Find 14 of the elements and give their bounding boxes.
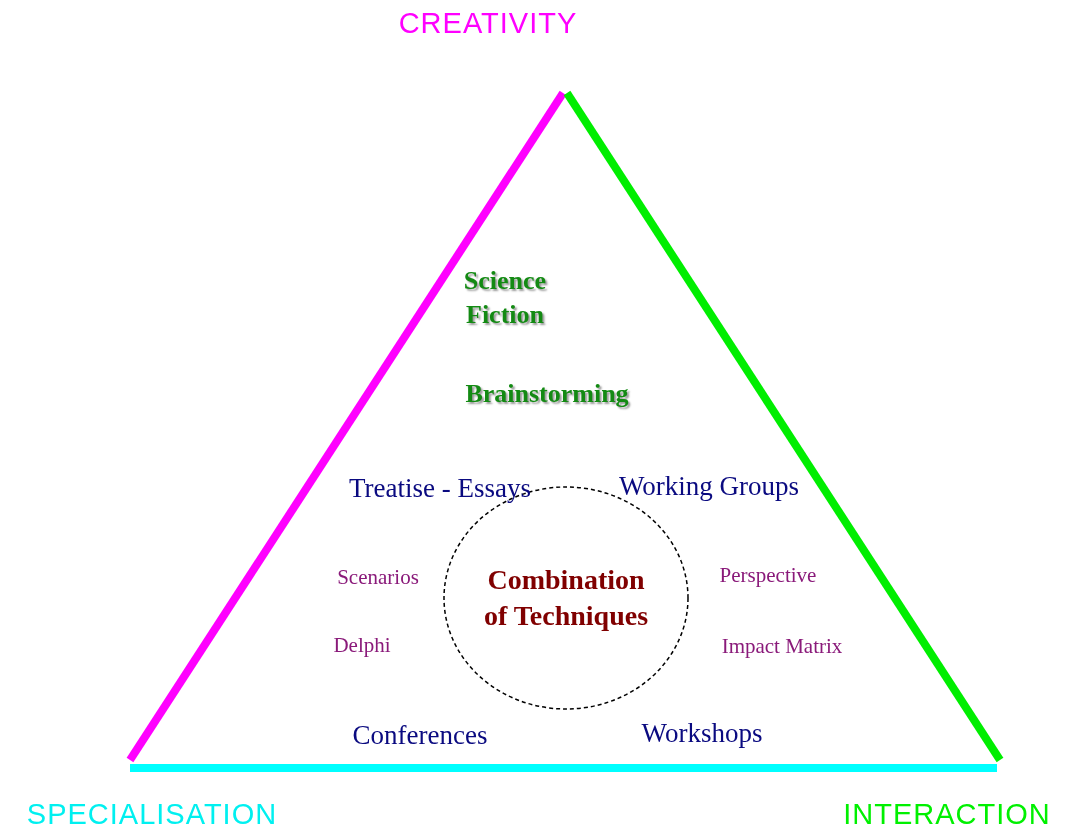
corner-label: INTERACTION [843,797,1051,827]
corner-label: SPECIALISATION [26,797,278,827]
technique-label: Science Fiction [462,265,548,331]
technique-label: Workshops [641,717,763,749]
technique-label: Scenarios [337,564,419,590]
technique-label: Perspective [719,562,817,588]
corner-label: CREATIVITY [398,6,578,40]
technique-label: Brainstorming [465,378,629,411]
technique-label: Impact Matrix [721,633,843,659]
technique-label: Delphi [333,632,391,658]
technique-label: Working Groups [618,470,800,502]
technique-label: Conferences [352,719,488,751]
circle-label: Combination of Techniques [482,562,650,633]
technique-label: Treatise - Essays [349,472,531,504]
